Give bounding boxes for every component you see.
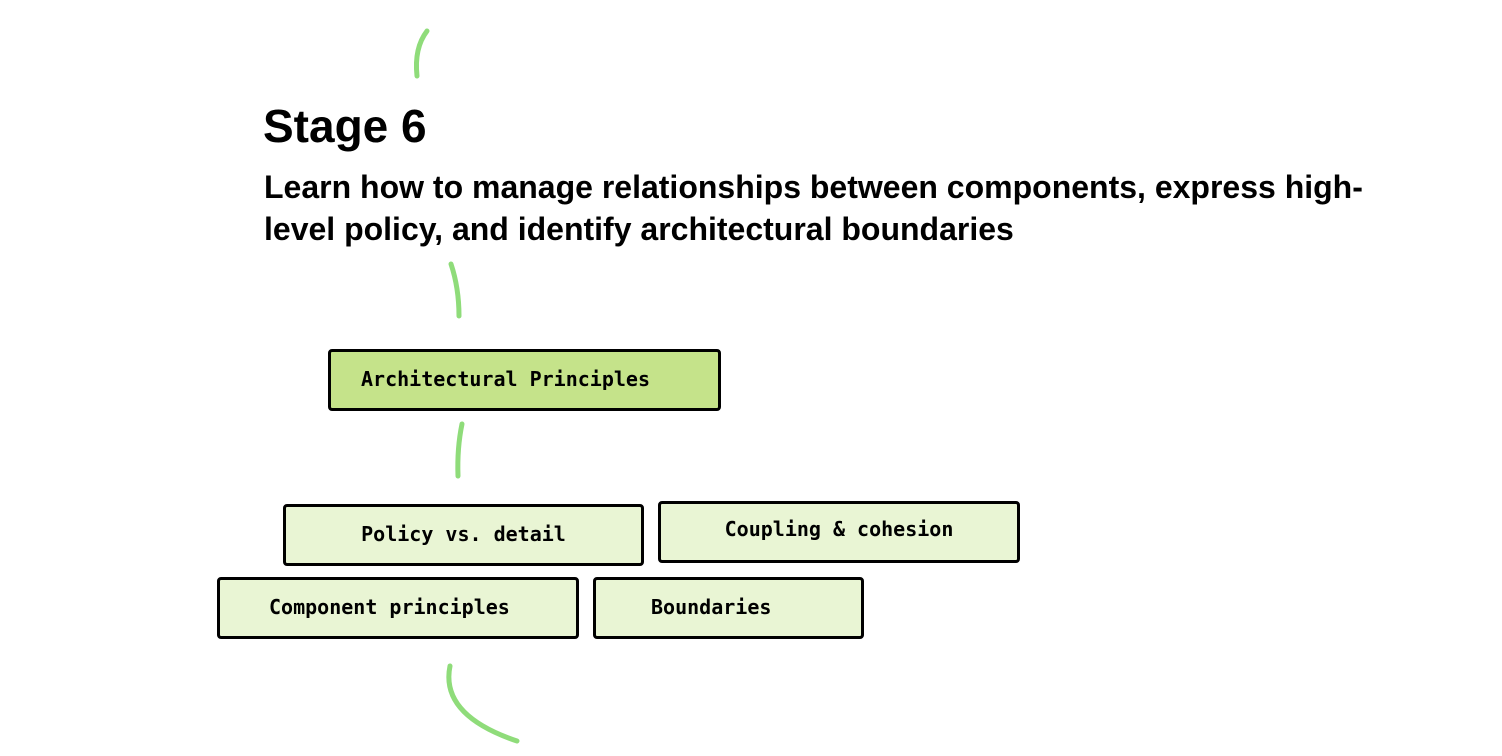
connector-bottom (446, 663, 520, 744)
node-policy-vs-detail-label: Policy vs. detail (361, 522, 566, 546)
node-component-principles[interactable]: Component principles (217, 577, 579, 639)
connector-primary-to-topics (455, 421, 465, 479)
stage-title: Stage 6 (263, 100, 427, 152)
node-component-principles-label: Component principles (269, 594, 510, 619)
connector-title-to-primary (448, 261, 462, 319)
node-coupling-cohesion-label: Coupling & cohesion (724, 517, 954, 541)
connector-top (414, 28, 430, 79)
stage-subtitle: Learn how to manage relationships betwee… (264, 169, 1363, 247)
node-policy-vs-detail[interactable]: Policy vs. detail (283, 504, 644, 566)
node-architectural-principles-label: Architectural Principles (361, 366, 650, 391)
node-architectural-principles[interactable]: Architectural Principles (328, 349, 721, 411)
node-boundaries[interactable]: Boundaries (593, 577, 864, 639)
node-coupling-cohesion[interactable]: Coupling & cohesion (658, 501, 1020, 563)
node-boundaries-label: Boundaries (651, 594, 772, 619)
